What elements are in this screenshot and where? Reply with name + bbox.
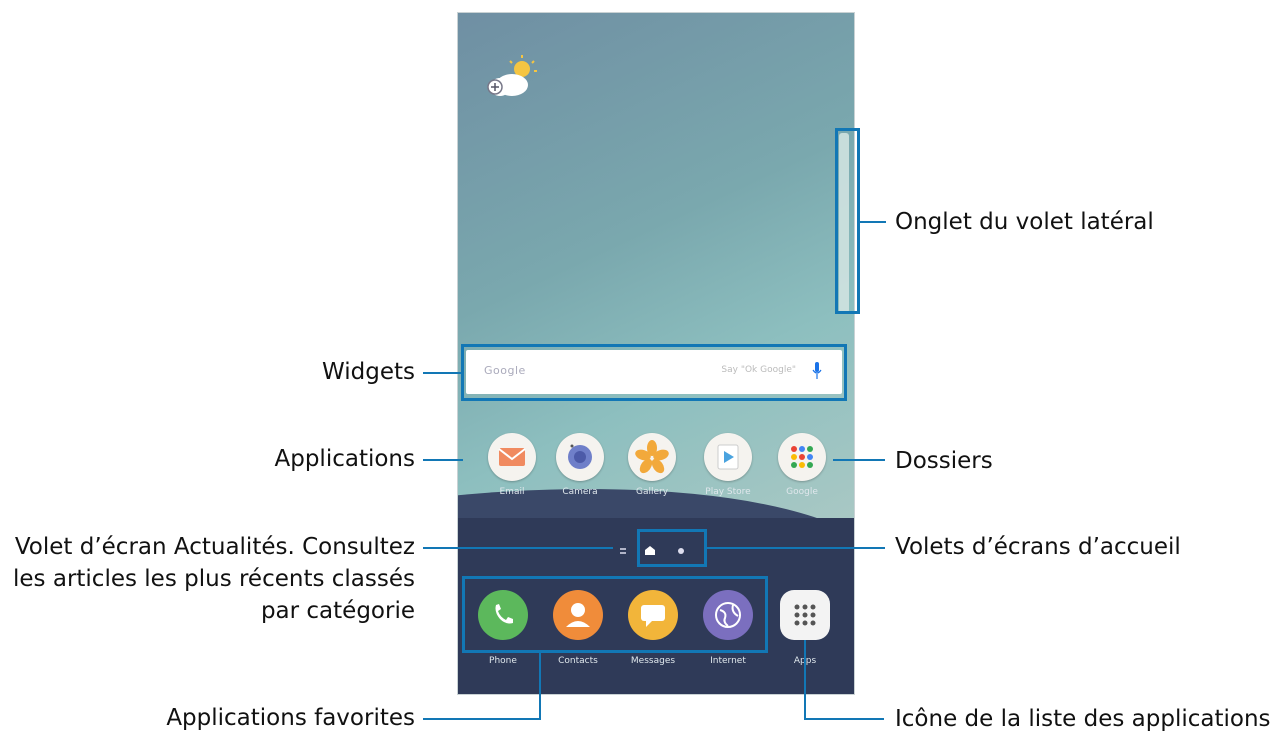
caption-news-panel-3: par catégorie [260,598,415,624]
app-play-store-icon[interactable] [704,433,752,481]
dock-label: Internet [710,656,746,666]
app-camera-icon[interactable] [556,433,604,481]
highlight-favorite-apps [462,576,768,653]
microphone-icon[interactable] [812,362,822,380]
app-email-icon[interactable] [488,433,536,481]
app-label: Camera [562,487,598,497]
caption-widgets: Widgets [322,359,415,385]
side-panel-tab[interactable] [839,133,849,313]
dock-label: Contacts [558,656,598,666]
callout-line-folders [833,459,885,461]
callout-line-widgets [423,372,461,374]
google-search-widget[interactable]: Google Say "Ok Google" [466,350,842,394]
weather-widget-icon[interactable] [482,53,540,103]
app-label: Gallery [635,487,669,497]
voice-hint-text: Say "Ok Google" [721,365,796,375]
highlight-side-panel-tab [835,128,860,314]
dock-contacts-icon[interactable] [553,590,603,640]
highlight-home-panels [637,529,707,567]
dock-phone-icon[interactable] [478,590,528,640]
google-brand-text: Google [484,364,526,377]
caption-apps-list-icon: Icône de la liste des applications [895,706,1271,732]
dock-apps-icon[interactable] [780,590,830,640]
dock-internet-icon[interactable] [703,590,753,640]
app-label: Play Store [705,487,751,497]
dock-label: Phone [489,656,517,666]
caption-news-panel-2: les articles les plus récents classés [13,566,415,592]
callout-line-apps-list-v [804,640,806,720]
caption-folders: Dossiers [895,448,993,474]
caption-news-panel-1: Volet d’écran Actualités. Consultez [14,534,415,560]
caption-side-panel-tab: Onglet du volet latéral [895,209,1154,235]
caption-favorite-apps: Applications favorites [166,705,415,731]
caption-applications: Applications [274,446,416,472]
dock-messages-icon[interactable] [628,590,678,640]
app-google-icon[interactable] [778,433,826,481]
app-gallery-icon[interactable] [628,433,676,481]
app-label: Email [499,487,525,497]
callout-line-apps-list-h [804,718,884,720]
page-indicator[interactable] [618,544,698,558]
app-label: Google [786,487,818,497]
highlight-widgets [461,344,847,401]
dock-label: Messages [630,656,676,666]
callout-line-home-panels [707,547,885,549]
callout-line-favorites-h [423,718,541,720]
callout-line-side-tab [860,221,886,223]
callout-line-favorites-v [539,653,541,720]
callout-line-news-panel [423,547,613,549]
callout-line-applications [423,459,463,461]
caption-home-panels: Volets d’écrans d’accueil [895,534,1181,560]
